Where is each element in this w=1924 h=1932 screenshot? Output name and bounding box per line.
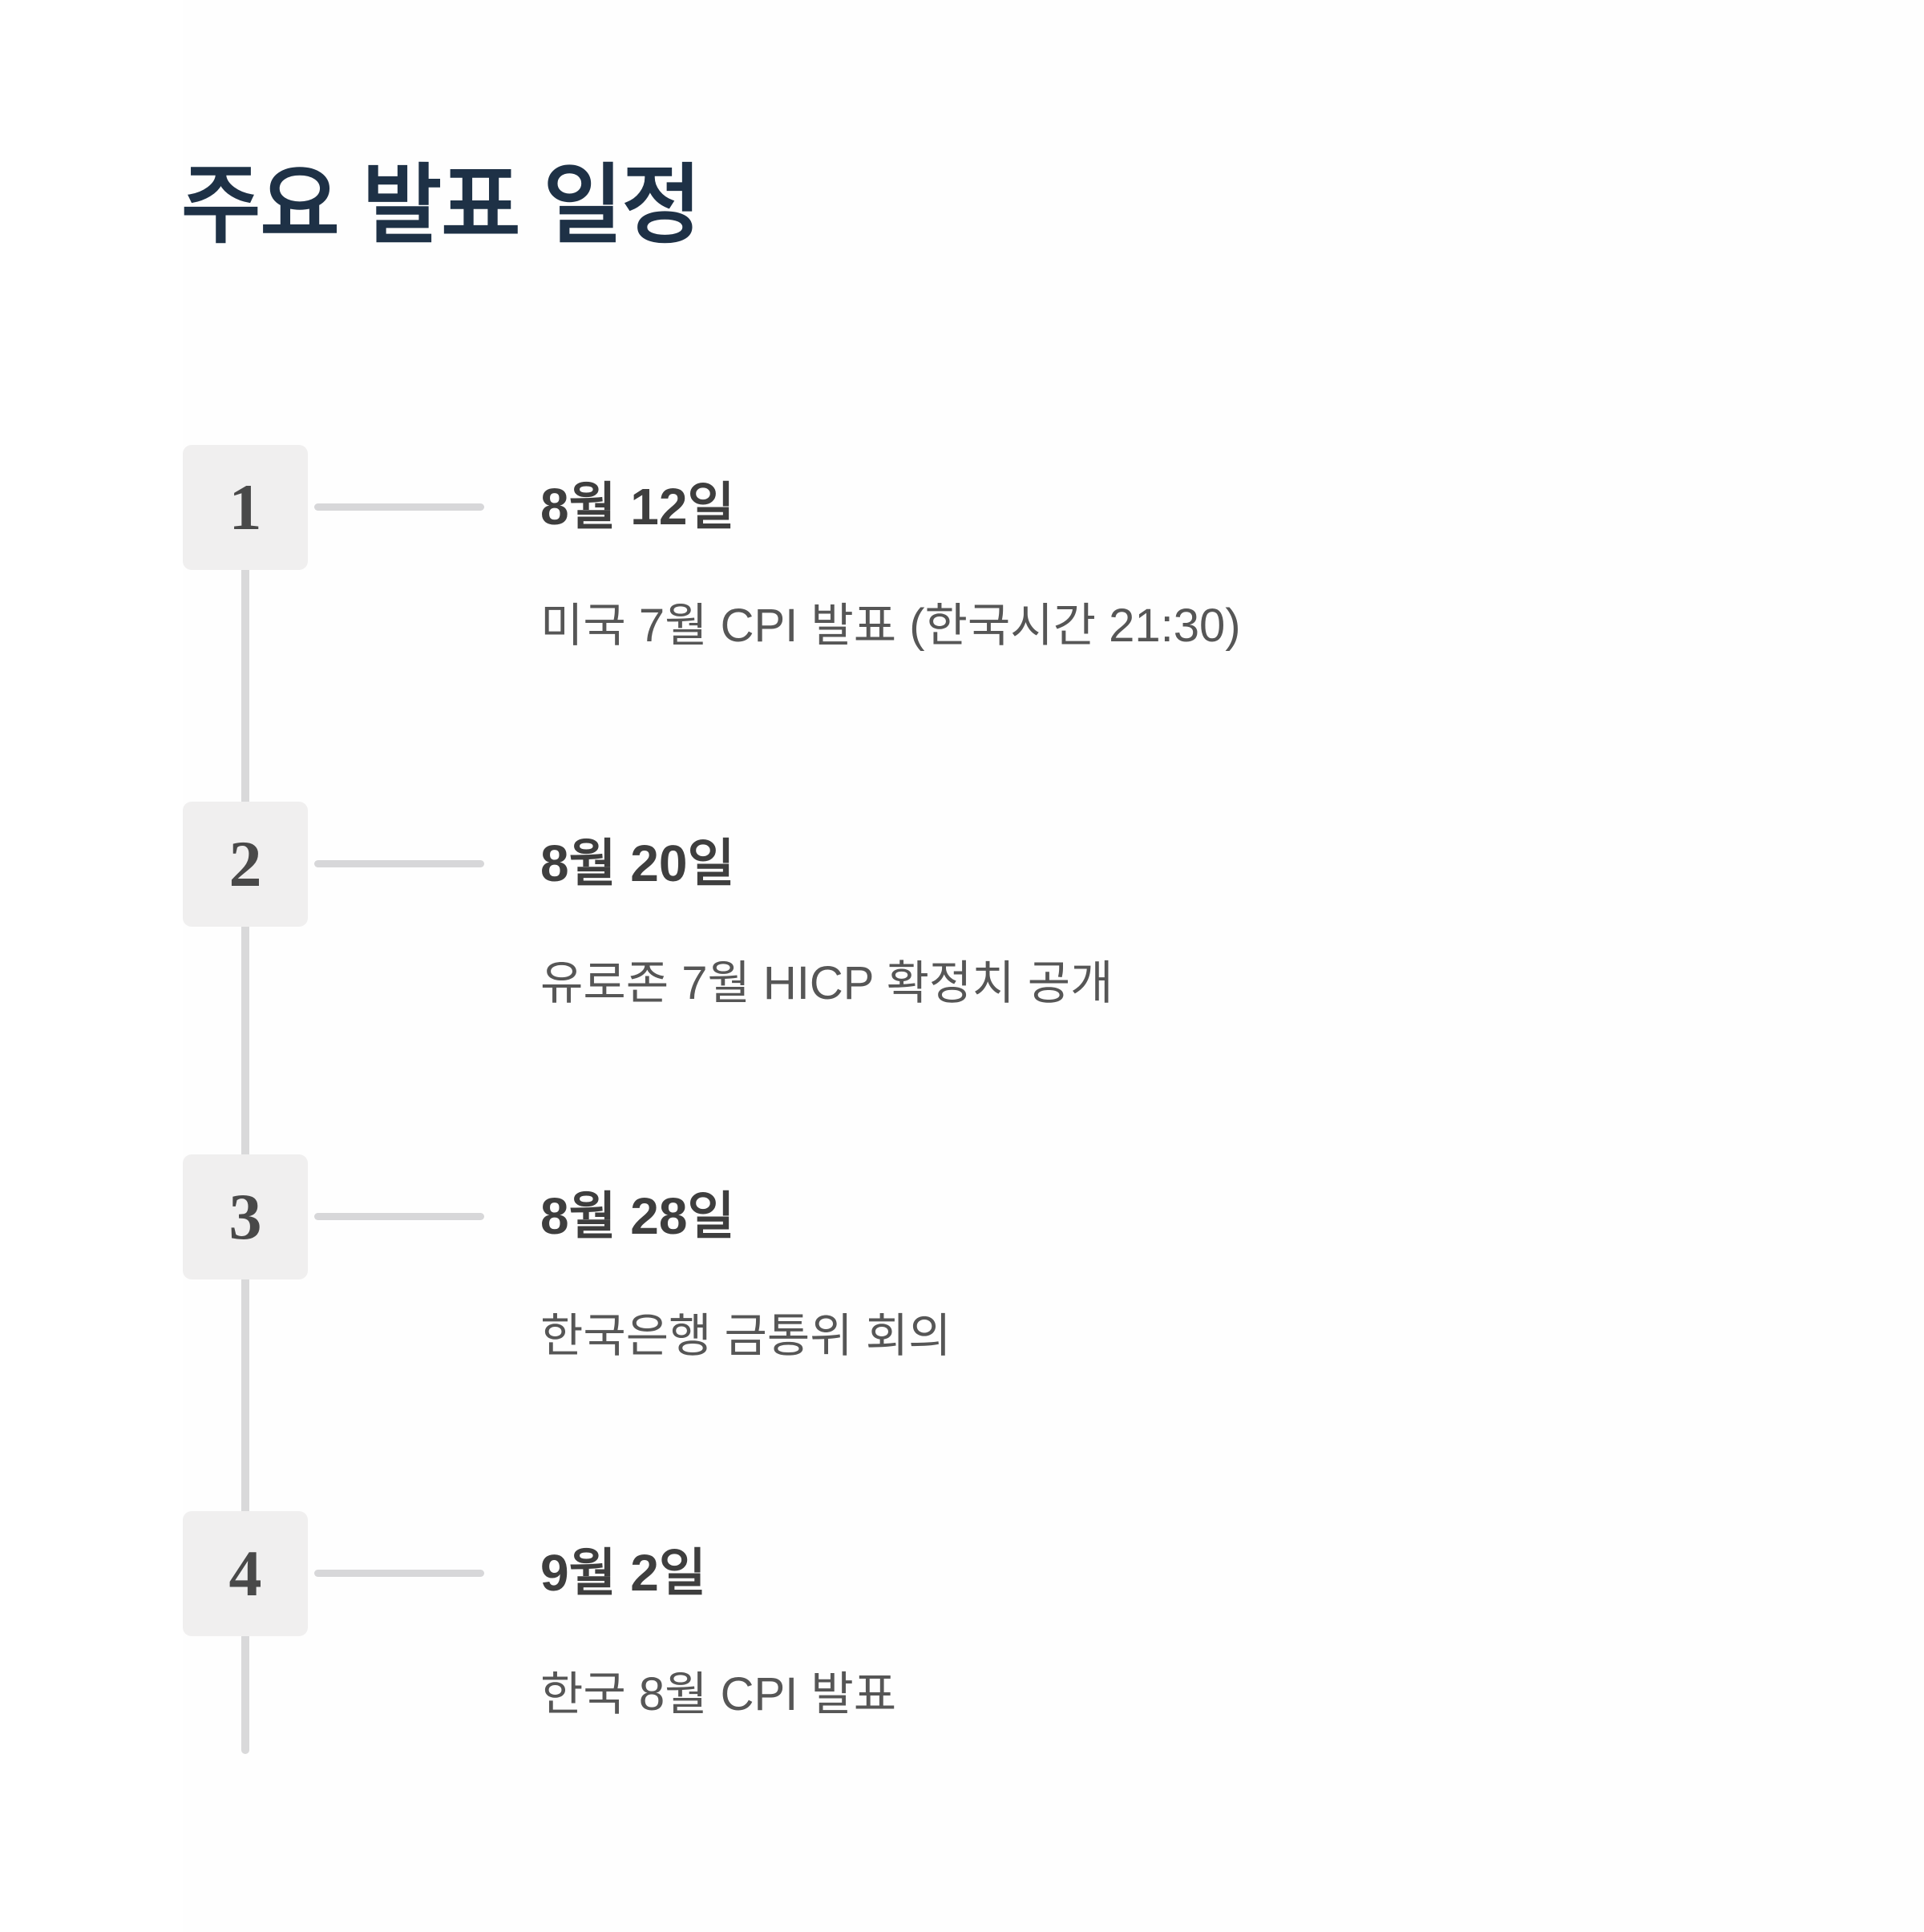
step-badge-number: 1: [228, 471, 262, 544]
step-badge-3[interactable]: 3: [183, 1154, 308, 1279]
step-date: 8월 12일: [540, 478, 735, 536]
step-date: 8월 20일: [540, 835, 735, 892]
content-panel-background: [183, 0, 1924, 1932]
timeline-vertical-rail: [241, 513, 249, 1754]
step-description: 미국 7월 CPI 발표 (한국시간 21:30): [540, 600, 1241, 652]
step-date: 9월 2일: [540, 1544, 706, 1602]
step-description: 한국은행 금통위 회의: [540, 1310, 952, 1362]
step-badge-4[interactable]: 4: [183, 1511, 308, 1636]
step-date: 8월 28일: [540, 1187, 735, 1245]
step-badge-number: 4: [228, 1537, 262, 1610]
step-badge-number: 2: [228, 827, 262, 900]
step-connector-1: [314, 503, 484, 511]
step-badge-number: 3: [228, 1180, 262, 1253]
step-badge-2[interactable]: 2: [183, 802, 308, 927]
step-badge-1[interactable]: 1: [183, 445, 308, 570]
step-connector-2: [314, 860, 484, 867]
step-description: 한국 8월 CPI 발표: [540, 1668, 897, 1720]
step-connector-3: [314, 1213, 484, 1220]
step-description: 유로존 7월 HICP 확정치 공개: [540, 957, 1114, 1009]
page-title: 주요 발표 일정: [181, 156, 701, 254]
step-connector-4: [314, 1570, 484, 1577]
